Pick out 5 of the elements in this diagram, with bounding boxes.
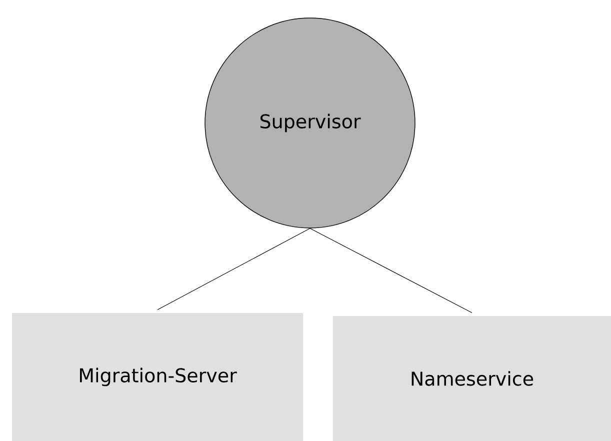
connector-line [310, 228, 472, 314]
process-box: Nameservice [333, 316, 611, 441]
process-box: Migration-Server [12, 313, 303, 441]
circle-node: Supervisor [204, 18, 416, 228]
connector-line [157, 228, 310, 310]
